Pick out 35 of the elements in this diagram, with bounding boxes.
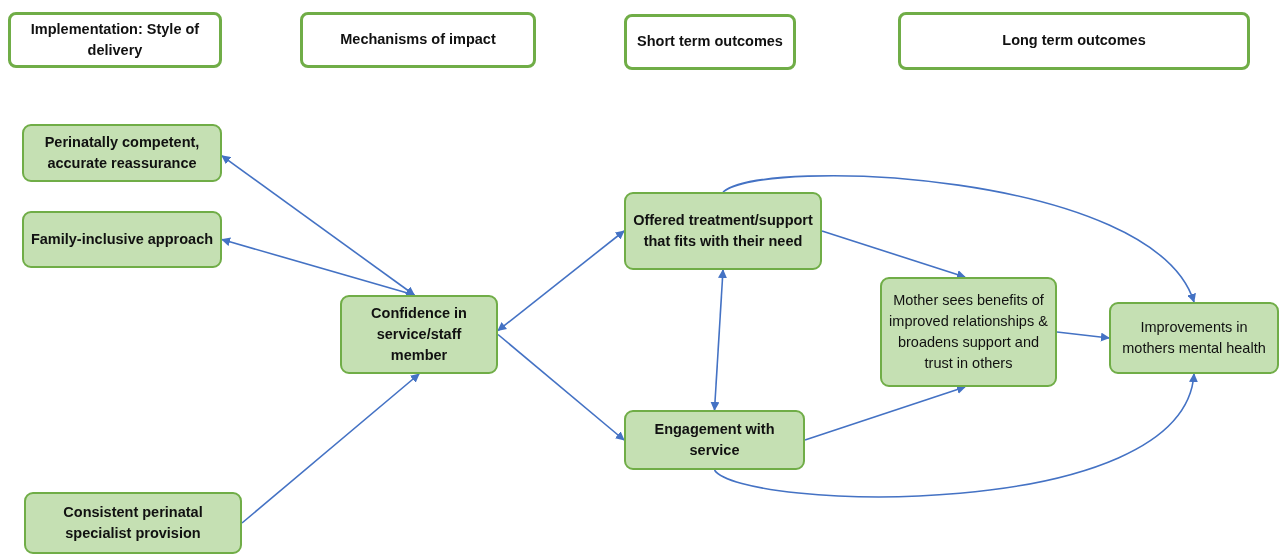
column-header-box — [898, 12, 1250, 70]
process-box — [22, 211, 222, 268]
node-text: Mother sees benefits of improved relationships & broadens support and trust in others — [888, 290, 1049, 373]
process-box — [24, 492, 242, 554]
arrow — [722, 175, 1195, 303]
node-text: Consistent perinatal specialist provision — [62, 503, 204, 543]
node-text: Perinatally competent, accurate reassurance — [43, 133, 201, 173]
node-text: Mechanisms of impact — [340, 30, 496, 50]
arrow — [713, 373, 1196, 498]
process-box — [624, 192, 822, 270]
process-box — [340, 295, 498, 374]
arrow — [221, 237, 416, 298]
arrow — [241, 373, 420, 524]
column-header-box — [624, 14, 796, 70]
node-text: Long term outcomes — [1002, 31, 1146, 51]
arrow — [497, 333, 625, 441]
arrow — [1056, 331, 1110, 342]
node-text: Family-inclusive approach — [30, 230, 214, 249]
arrow — [710, 269, 727, 411]
node-text: Implementation: Style of delivery — [29, 20, 201, 60]
process-box — [880, 277, 1057, 387]
process-box — [22, 124, 222, 182]
node-text: Offered treatment/support that fits with their need — [632, 211, 814, 251]
node-text: Engagement with service — [653, 420, 776, 460]
arrow — [821, 230, 966, 279]
arrow — [497, 230, 625, 332]
node-text: Improvements in mothers mental health — [1121, 318, 1267, 358]
arrow — [221, 155, 416, 296]
node-text: Short term outcomes — [637, 32, 783, 52]
column-header-box — [8, 12, 222, 68]
process-box — [624, 410, 805, 470]
arrow — [804, 385, 966, 441]
process-box — [1109, 302, 1279, 374]
column-header-box — [300, 12, 536, 68]
node-text: Confidence in service/staff member — [370, 303, 468, 365]
